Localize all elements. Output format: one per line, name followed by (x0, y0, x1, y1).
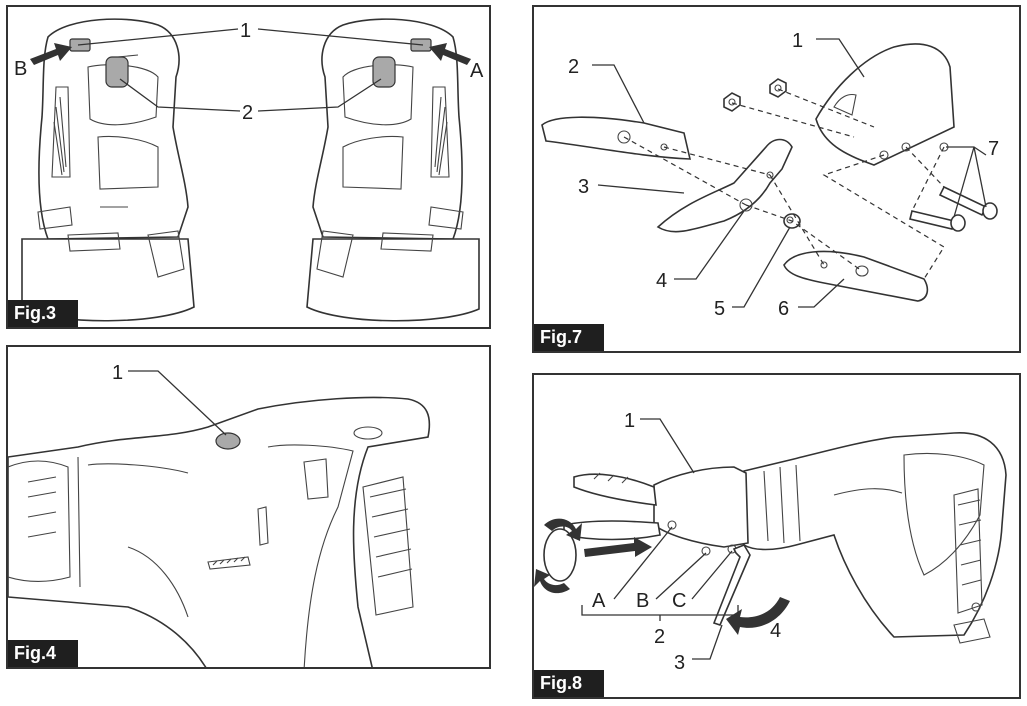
bolt (909, 210, 966, 232)
figure-4-illustration: 1 (8, 362, 431, 667)
figure-3-label: Fig.3 (8, 300, 79, 327)
trigger-left (105, 56, 129, 88)
figure-3-illustration: 1 2 B A (14, 18, 484, 322)
callout-5: 5 (714, 298, 725, 320)
hex-wrench-icon (712, 544, 751, 626)
head-cover (653, 466, 749, 548)
figure-3-panel: 1 2 B A Fig.3 (6, 5, 491, 329)
bolt (938, 185, 998, 220)
callout-C: C (672, 590, 686, 612)
callout-1: 1 (624, 410, 635, 432)
callout-A: A (592, 590, 606, 612)
lock-button (215, 432, 241, 450)
figure-4-panel: 1 Fig.4 (6, 345, 491, 669)
callout-A: A (470, 60, 484, 82)
callout-3: 3 (674, 652, 685, 674)
arrow-icon (429, 43, 471, 65)
figure-8-label: Fig.8 (534, 670, 605, 697)
tool-with-shear-head (743, 432, 1007, 644)
trigger-right (372, 56, 396, 88)
figure-7-illustration: 1 2 3 4 5 6 7 (541, 30, 999, 320)
rotate-arrow-icon (534, 569, 570, 594)
callout-1: 1 (240, 20, 251, 42)
callout-B: B (636, 590, 649, 612)
arrow-icon (584, 537, 652, 557)
callout-7: 7 (988, 138, 999, 160)
tool-side-view (8, 396, 431, 667)
shear-blades (573, 473, 657, 506)
callout-2: 2 (568, 56, 579, 78)
figure-4-label: Fig.4 (8, 640, 79, 667)
figure-7-panel: 1 2 3 4 5 6 7 Fig.7 (532, 5, 1021, 353)
arrow-icon (30, 43, 72, 65)
callout-4: 4 (770, 620, 781, 642)
head-cover (815, 43, 955, 166)
callout-2: 2 (654, 626, 665, 648)
blade-guide (543, 528, 577, 582)
callout-3: 3 (578, 176, 589, 198)
upper-blade (541, 116, 692, 160)
rotate-arrow-icon (726, 597, 790, 635)
nut (769, 78, 787, 98)
lower-blade (783, 250, 929, 302)
nut (723, 92, 741, 112)
figure-7-label: Fig.7 (534, 324, 605, 351)
center-blade (656, 138, 793, 233)
callout-1: 1 (792, 30, 803, 52)
callout-1: 1 (112, 362, 123, 384)
callout-4: 4 (656, 270, 667, 292)
tool-rear-view-right (306, 18, 480, 322)
figure-8-illustration: 1 A B C 2 3 4 (534, 410, 1007, 674)
callout-2: 2 (242, 102, 253, 124)
callout-B: B (14, 58, 27, 80)
callout-6: 6 (778, 298, 789, 320)
rotate-arrow-icon (544, 518, 582, 541)
figure-8-panel: 1 A B C 2 3 4 Fig.8 (532, 373, 1021, 699)
